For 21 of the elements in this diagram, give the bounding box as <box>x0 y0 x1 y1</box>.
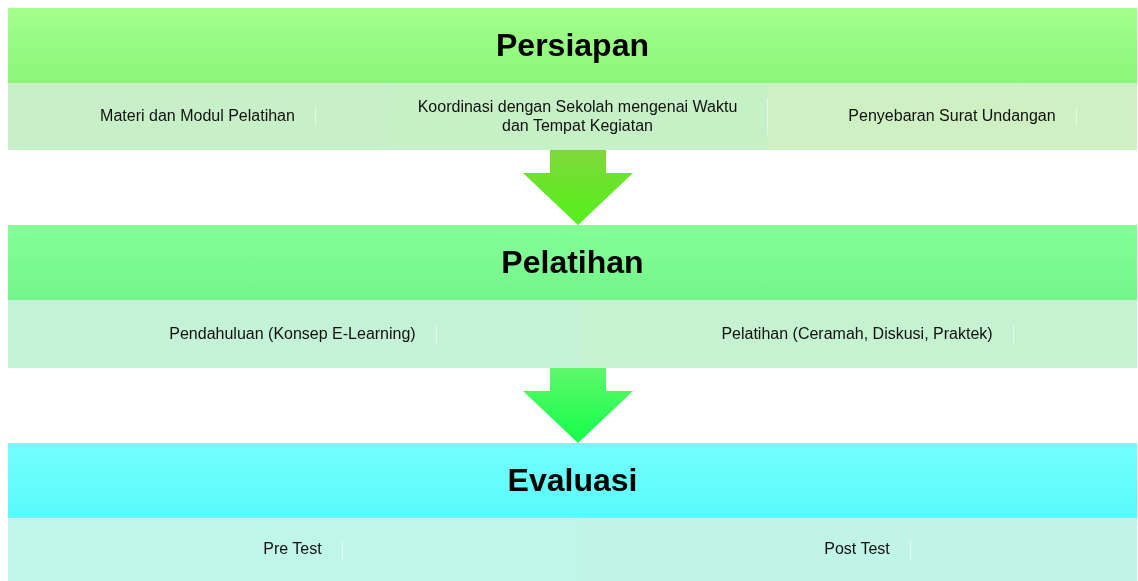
activity-box <box>8 300 578 368</box>
activity-box <box>578 518 1137 581</box>
activity-box <box>388 83 768 150</box>
activity-box <box>578 300 1137 368</box>
activity-text: Post Test <box>804 540 911 559</box>
block-arrow <box>523 150 633 225</box>
activity-box <box>8 83 388 150</box>
activity-text: Materi dan Modul Pelatihan <box>80 107 316 126</box>
activity-box <box>768 83 1137 150</box>
activity-text: Pendahuluan (Konsep E-Learning) <box>149 324 437 344</box>
stage-header <box>8 443 1137 518</box>
activity-box <box>8 518 578 581</box>
stage-title: Pelatihan <box>501 244 644 281</box>
block-arrow <box>523 368 633 443</box>
activity-text: Penyebaran Surat Undangan <box>828 107 1077 126</box>
stage-header <box>8 8 1137 83</box>
stage-title: Persiapan <box>496 27 649 64</box>
stage-header <box>8 225 1137 300</box>
activity-text: Pelatihan (Ceramah, Diskusi, Praktek) <box>701 324 1014 344</box>
stage-title: Evaluasi <box>507 462 638 499</box>
activity-text: Pre Test <box>243 540 343 559</box>
